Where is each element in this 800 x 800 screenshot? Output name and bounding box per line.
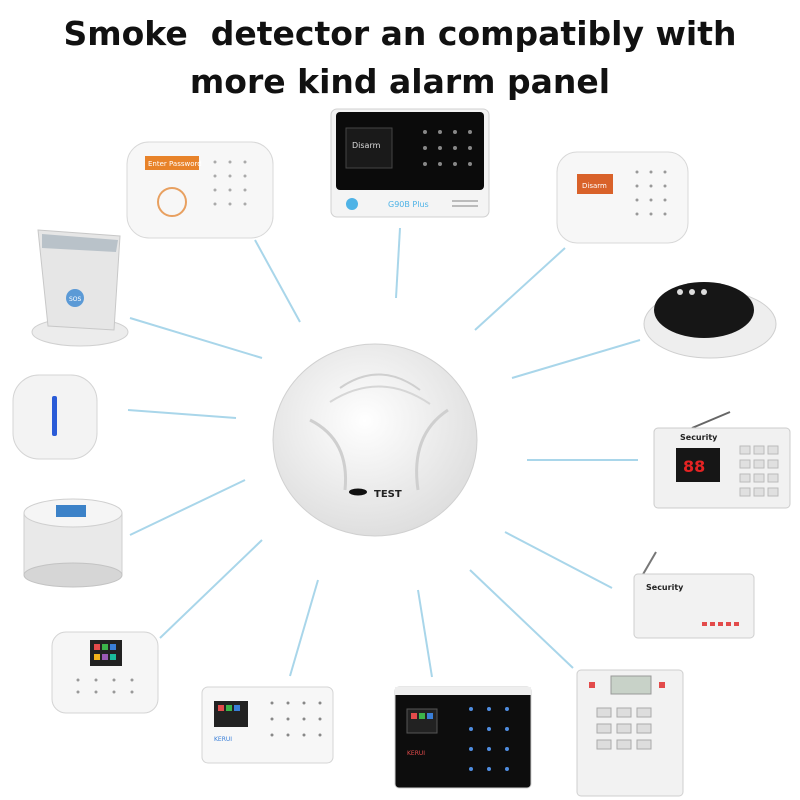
brand-label: Security [680, 433, 718, 442]
brand-label: KERUI [407, 750, 425, 757]
sos-label: SOS [69, 296, 82, 303]
screen-text: Disarm [582, 182, 607, 190]
connector-line [417, 589, 433, 678]
test-button-icon [349, 488, 367, 496]
alarm-hub-square [10, 372, 100, 462]
page-title-line-2: more kind alarm panel [189, 62, 611, 101]
connector-line [129, 479, 246, 536]
connector-line [395, 227, 401, 299]
alarm-panel-bottom-center-right: KERUI [393, 685, 533, 790]
alarm-panel-bottom-left [50, 630, 160, 715]
digital-display: 88 [683, 457, 705, 476]
model-label: G90B Plus [388, 200, 429, 209]
test-label: TEST [374, 489, 402, 500]
connector-line [159, 539, 263, 639]
connector-line [469, 569, 574, 669]
alarm-panel-security-gsm: Security [632, 548, 757, 640]
connector-line [504, 531, 613, 589]
alarm-panel-bottom-right [575, 668, 685, 798]
connector-line [474, 247, 566, 331]
connector-line [511, 339, 641, 379]
alarm-dome-device [640, 262, 780, 362]
alarm-panel-top-center: Disarm G90B Plus [330, 108, 490, 218]
alarm-panel-top-right: Disarm [555, 150, 690, 245]
page-title-line-1: Smoke detector an compatibly with [63, 14, 737, 53]
alarm-panel-bottom-center-left: KERUI [200, 685, 335, 765]
alarm-dock-device: SOS [20, 222, 130, 352]
screen-text: Enter Password [148, 160, 202, 168]
connector-line [254, 239, 301, 323]
brand-label: KERUI [214, 736, 232, 743]
connector-line [289, 579, 319, 677]
brand-label: Security [646, 583, 684, 592]
alarm-panel-top-left: Enter Password [125, 140, 275, 240]
alarm-hub-cylinder [18, 495, 128, 595]
connector-line [129, 317, 263, 359]
connector-line [127, 409, 237, 419]
smoke-detector: TEST [270, 340, 480, 540]
screen-text: Disarm [352, 141, 381, 150]
alarm-panel-security: Security 88 [652, 410, 792, 510]
